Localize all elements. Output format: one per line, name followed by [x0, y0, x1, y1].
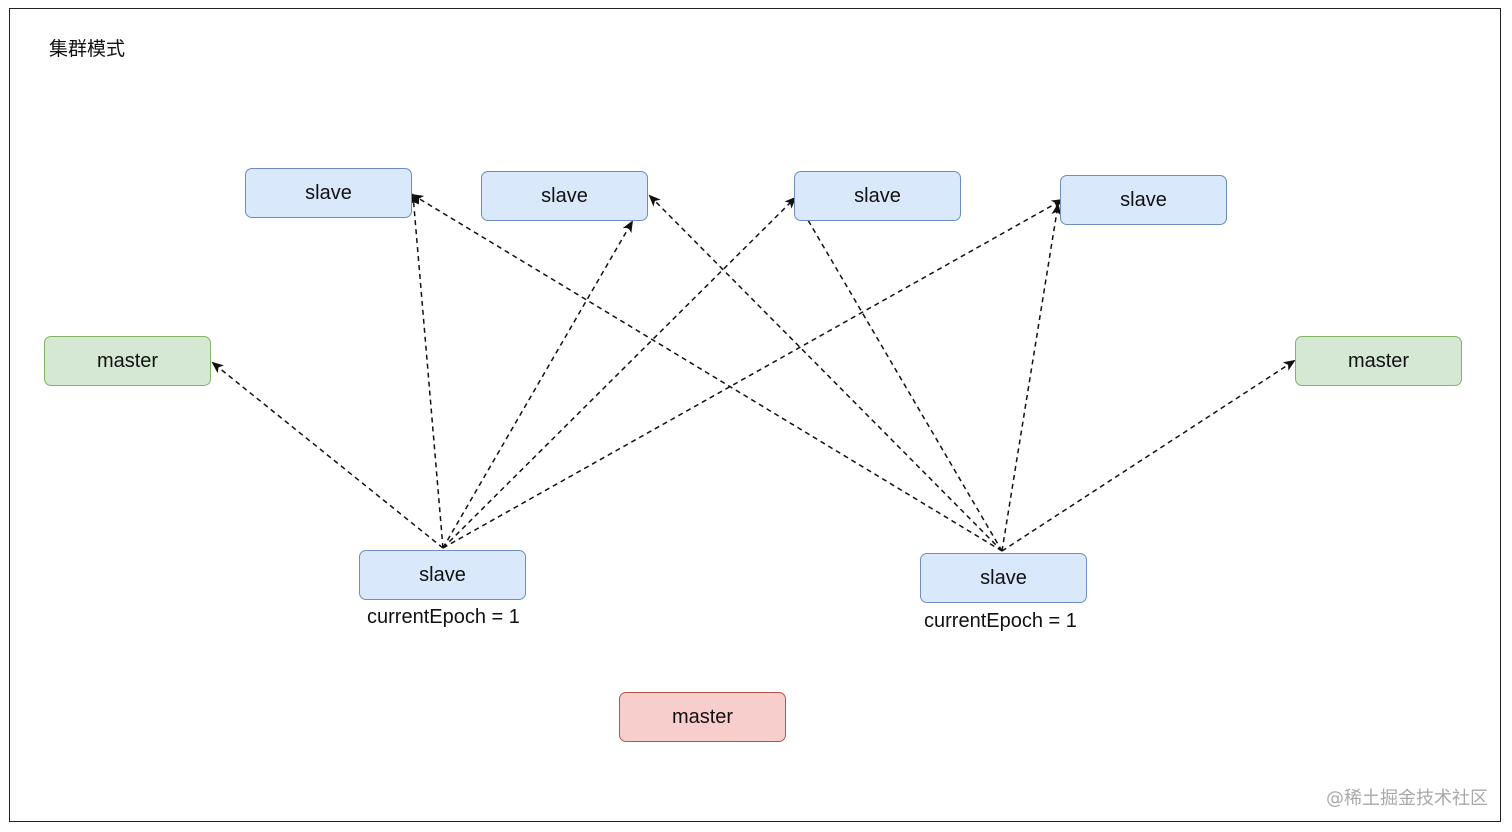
- watermark-text: @稀土掘金技术社区: [1326, 788, 1488, 809]
- slave-node-label: slave: [1120, 188, 1167, 211]
- slave-node-label: slave: [419, 563, 466, 586]
- master-node-right: master: [1295, 336, 1462, 386]
- slave-node-top-1: slave: [245, 168, 412, 218]
- slave-candidate-right: slave: [920, 553, 1087, 603]
- master-node-label: master: [671, 705, 734, 728]
- master-node-left: master: [44, 336, 211, 386]
- epoch-caption-right: currentEpoch = 1: [924, 610, 1077, 632]
- slave-node-top-2: slave: [481, 171, 648, 221]
- slave-candidate-left: slave: [359, 550, 526, 600]
- slave-node-label: slave: [854, 184, 901, 207]
- slave-node-top-3: slave: [794, 171, 961, 221]
- diagram-title: 集群模式: [49, 38, 126, 60]
- failed-master-node: master: [619, 692, 786, 742]
- slave-node-label: slave: [305, 181, 352, 204]
- master-node-label: master: [1347, 349, 1410, 372]
- slave-node-label: slave: [980, 566, 1027, 589]
- master-node-label: master: [96, 349, 159, 372]
- slave-node-label: slave: [541, 184, 588, 207]
- epoch-caption-left: currentEpoch = 1: [367, 606, 520, 628]
- slave-node-top-4: slave: [1060, 175, 1227, 225]
